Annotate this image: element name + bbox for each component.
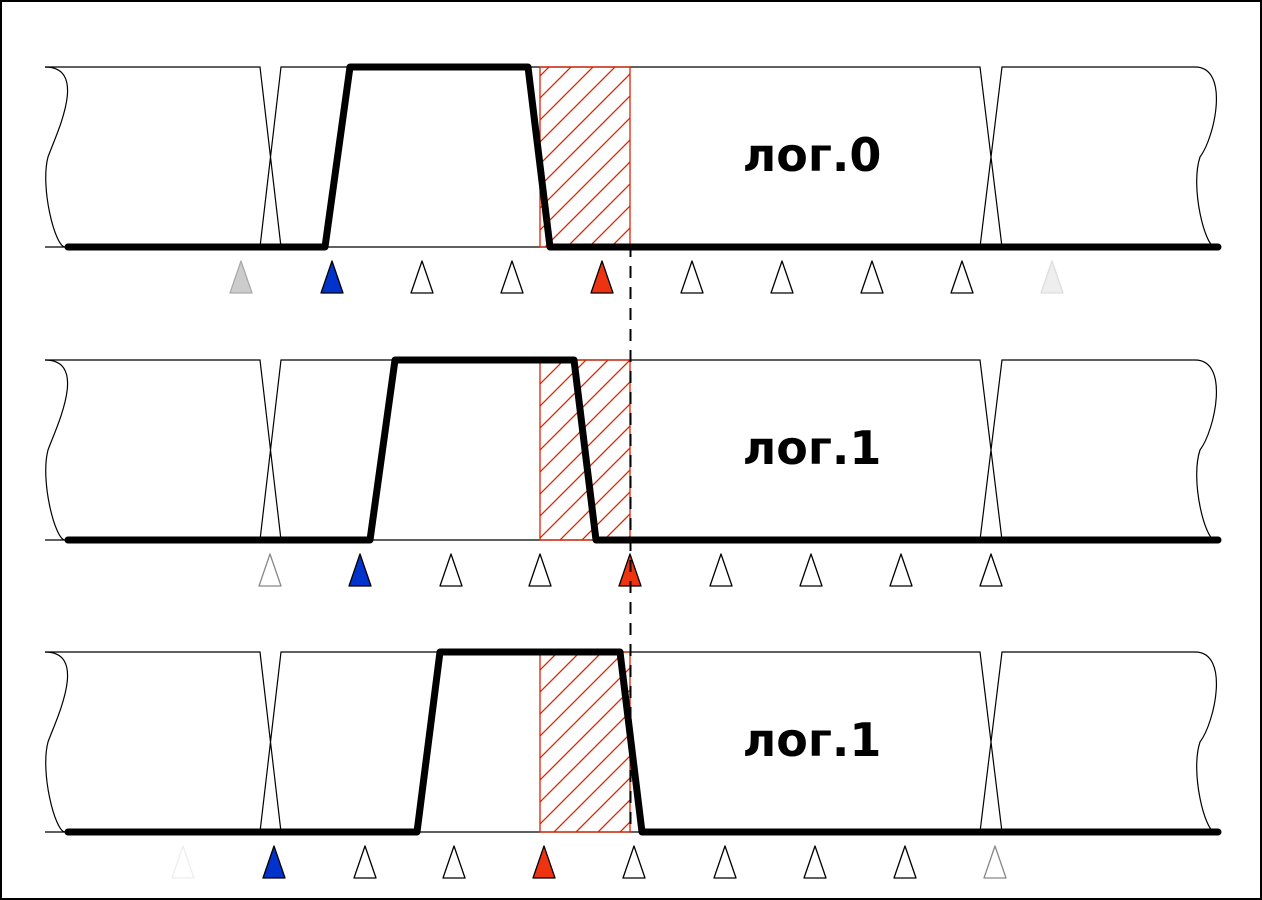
sample-marker-icon — [439, 553, 463, 587]
sample-marker-icon — [258, 553, 282, 587]
sample-marker-icon — [532, 845, 556, 879]
sample-marker-icon — [983, 845, 1007, 879]
sample-marker-icon — [979, 553, 1003, 587]
hatched-window — [539, 651, 631, 833]
sample-marker-icon — [1040, 260, 1064, 294]
sample-marker-icon — [353, 845, 377, 879]
hatched-window — [539, 359, 631, 541]
sample-marker-icon — [229, 260, 253, 294]
row-label: лог.1 — [743, 421, 882, 475]
timing-row-3: лог.1 — [44, 648, 1222, 879]
sample-marker-icon — [262, 845, 286, 879]
sample-marker-icon — [320, 260, 344, 294]
row-label: лог.1 — [743, 713, 882, 767]
bus-outline — [45, 359, 1195, 541]
timing-row-2: лог.1 — [44, 356, 1222, 587]
bus-outline — [45, 66, 1195, 248]
bus-wave-right — [1194, 651, 1217, 833]
sample-marker-icon — [528, 553, 552, 587]
bus-wave-left — [44, 66, 69, 248]
sample-marker-icon — [889, 553, 913, 587]
sample-marker-icon — [803, 845, 827, 879]
sample-marker-icon — [860, 260, 884, 294]
sample-marker-icon — [442, 845, 466, 879]
sample-marker-icon — [622, 845, 646, 879]
pulse-signal — [64, 648, 1222, 836]
bus-wave-right — [1194, 359, 1217, 541]
sample-marker-icon — [799, 553, 823, 587]
sample-marker-icon — [590, 260, 614, 294]
bus-wave-right — [1194, 66, 1217, 248]
sample-marker-icon — [171, 845, 195, 879]
bus-wave-left — [44, 651, 69, 833]
sample-marker-icon — [410, 260, 434, 294]
sample-marker-icon — [348, 553, 372, 587]
bus-outline — [45, 651, 1195, 833]
hatched-window — [539, 66, 631, 248]
sample-marker-icon — [500, 260, 524, 294]
sample-marker-icon — [770, 260, 794, 294]
sample-marker-icon — [713, 845, 737, 879]
row-label: лог.0 — [743, 128, 882, 182]
pulse-signal — [64, 63, 1222, 251]
pulse-signal — [64, 356, 1222, 544]
sample-marker-icon — [709, 553, 733, 587]
sample-marker-icon — [680, 260, 704, 294]
timing-row-1: лог.0 — [44, 63, 1222, 294]
bus-wave-left — [44, 359, 69, 541]
sample-marker-icon — [893, 845, 917, 879]
sample-marker-icon — [950, 260, 974, 294]
